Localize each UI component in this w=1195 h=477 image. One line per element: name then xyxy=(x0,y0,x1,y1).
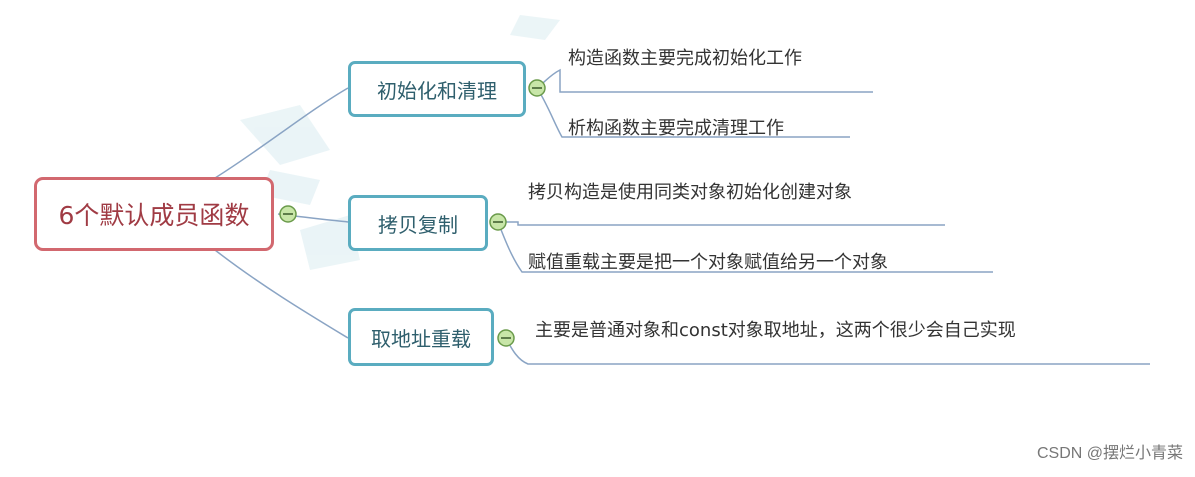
branch-node-label: 初始化和清理 xyxy=(377,78,497,103)
collapse-toggle-branch-3[interactable] xyxy=(497,329,515,347)
leaf-constructor[interactable]: 构造函数主要完成初始化工作 xyxy=(568,48,802,69)
connector-branch-2-leaf-1 xyxy=(498,221,945,226)
leaf-assignment-overload[interactable]: 赋值重载主要是把一个对象赋值给另一个对象 xyxy=(528,252,888,273)
branch-node-label: 拷贝复制 xyxy=(378,212,458,237)
background-decoration xyxy=(240,15,560,270)
branch-node-label: 取地址重载 xyxy=(371,326,471,351)
leaf-address-of[interactable]: 主要是普通对象和const对象取地址，这两个很少会自己实现 xyxy=(535,320,1016,341)
connector-root-branch-3 xyxy=(214,249,349,339)
connector-root-branch-1 xyxy=(214,87,349,179)
collapse-toggle-branch-2[interactable] xyxy=(489,213,507,231)
collapse-toggle-root[interactable] xyxy=(279,205,297,223)
branch-node-init-cleanup[interactable]: 初始化和清理 xyxy=(348,61,526,117)
root-node-label: 6个默认成员函数 xyxy=(58,201,250,230)
root-node[interactable]: 6个默认成员函数 xyxy=(34,177,274,251)
leaf-copy-constructor[interactable]: 拷贝构造是使用同类对象初始化创建对象 xyxy=(528,182,852,203)
leaf-destructor[interactable]: 析构函数主要完成清理工作 xyxy=(568,118,784,139)
connector-branch-1-leaf-1 xyxy=(536,68,873,93)
branch-node-copy[interactable]: 拷贝复制 xyxy=(348,195,488,251)
watermark: CSDN @摆烂小青菜 xyxy=(1036,445,1183,462)
branch-node-address-overload[interactable]: 取地址重载 xyxy=(348,308,494,366)
collapse-toggle-branch-1[interactable] xyxy=(528,79,546,97)
